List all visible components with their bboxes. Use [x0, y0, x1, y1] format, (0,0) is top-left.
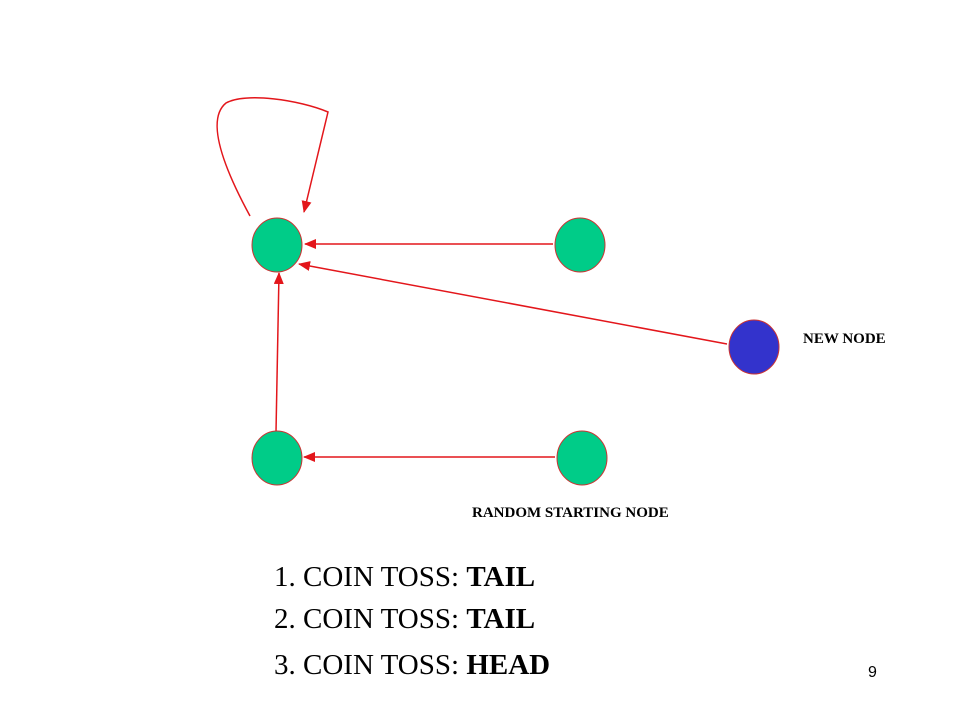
edge-new-node-to-top-left [298, 261, 728, 345]
coin-toss-prefix: 2. COIN TOSS: [274, 603, 467, 635]
coin-toss-prefix: 3. COIN TOSS: [274, 649, 467, 681]
coin-toss-result: TAIL [466, 561, 536, 593]
page-number: 9 [868, 664, 877, 681]
new-node-label: NEW NODE [803, 331, 886, 347]
edge-bottom-left-to-top-left [273, 272, 284, 433]
node-top-left [251, 217, 303, 273]
random-starting-node [556, 430, 608, 486]
coin-toss-result: HEAD [466, 649, 551, 681]
coin-toss-result: TAIL [466, 603, 536, 635]
node-top-right [554, 217, 606, 273]
coin-toss-line: 3. COIN TOSS: HEAD [274, 649, 550, 682]
node-bottom-left [251, 430, 303, 486]
coin-toss-line: 2. COIN TOSS: TAIL [274, 603, 535, 636]
self-loop-edge [216, 97, 329, 217]
coin-toss-prefix: 1. COIN TOSS: [274, 561, 467, 593]
new-node [728, 319, 780, 375]
coin-toss-line: 1. COIN TOSS: TAIL [274, 561, 535, 594]
random-starting-node-label: RANDOM STARTING NODE [472, 505, 669, 521]
